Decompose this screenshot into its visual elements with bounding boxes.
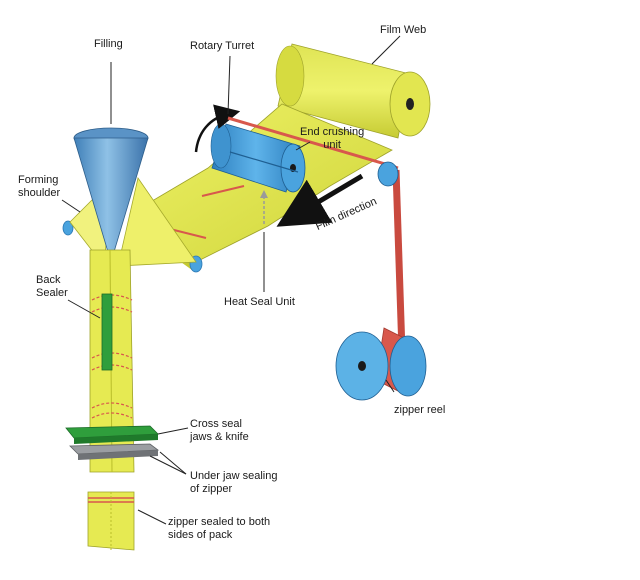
- film-direction-arrow: [276, 173, 364, 227]
- back-sealer: [101, 293, 113, 371]
- zipper-mark: [201, 185, 245, 197]
- cross-seal-jaws: [65, 425, 160, 460]
- label-zipper-sealed: zipper sealed to both sides of pack: [168, 516, 271, 541]
- label-forming-shoulder: Forming shoulder: [18, 174, 61, 199]
- label-film-web: Film Web: [380, 24, 427, 36]
- label-under-jaw: Under jaw sealing of zipper: [190, 470, 278, 495]
- filling-funnel: [73, 127, 149, 264]
- guide-roller: [62, 220, 74, 236]
- rotation-arrow: [194, 104, 241, 153]
- label-cross-seal: Cross seal jaws & knife: [190, 418, 249, 443]
- label-heat-seal-unit: Heat Seal Unit: [224, 296, 295, 308]
- label-back-sealer: Back Sealer: [36, 274, 68, 299]
- zipper-reel: [335, 327, 427, 401]
- end-crushing-roller: [377, 161, 399, 187]
- label-rotary-turret: Rotary Turret: [190, 40, 255, 52]
- label-filling: Filling: [94, 38, 123, 50]
- leader-lines: [61, 35, 401, 525]
- label-zipper-reel: zipper reel: [394, 404, 446, 416]
- finished-pack: [87, 491, 135, 551]
- film-web-roll: [275, 43, 431, 139]
- label-end-crushing-unit: End crushing unit: [300, 126, 365, 151]
